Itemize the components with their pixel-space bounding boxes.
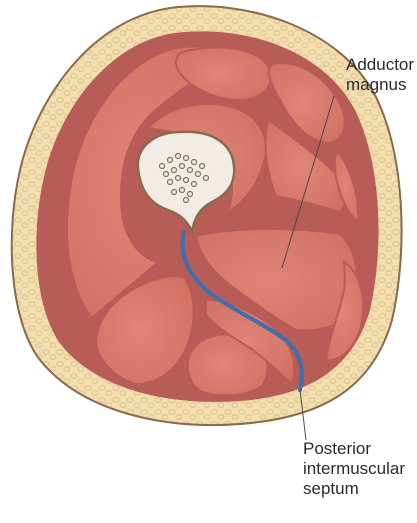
posterior-septum-label-line3: septum xyxy=(303,479,359,499)
adductor-magnus-label-line1: Adductor xyxy=(346,55,414,75)
adductor-magnus-label-line2: magnus xyxy=(346,75,406,95)
posterior-septum-label-line1: Posterior xyxy=(303,439,371,459)
posterior-septum-label-line2: intermuscular xyxy=(303,459,405,479)
